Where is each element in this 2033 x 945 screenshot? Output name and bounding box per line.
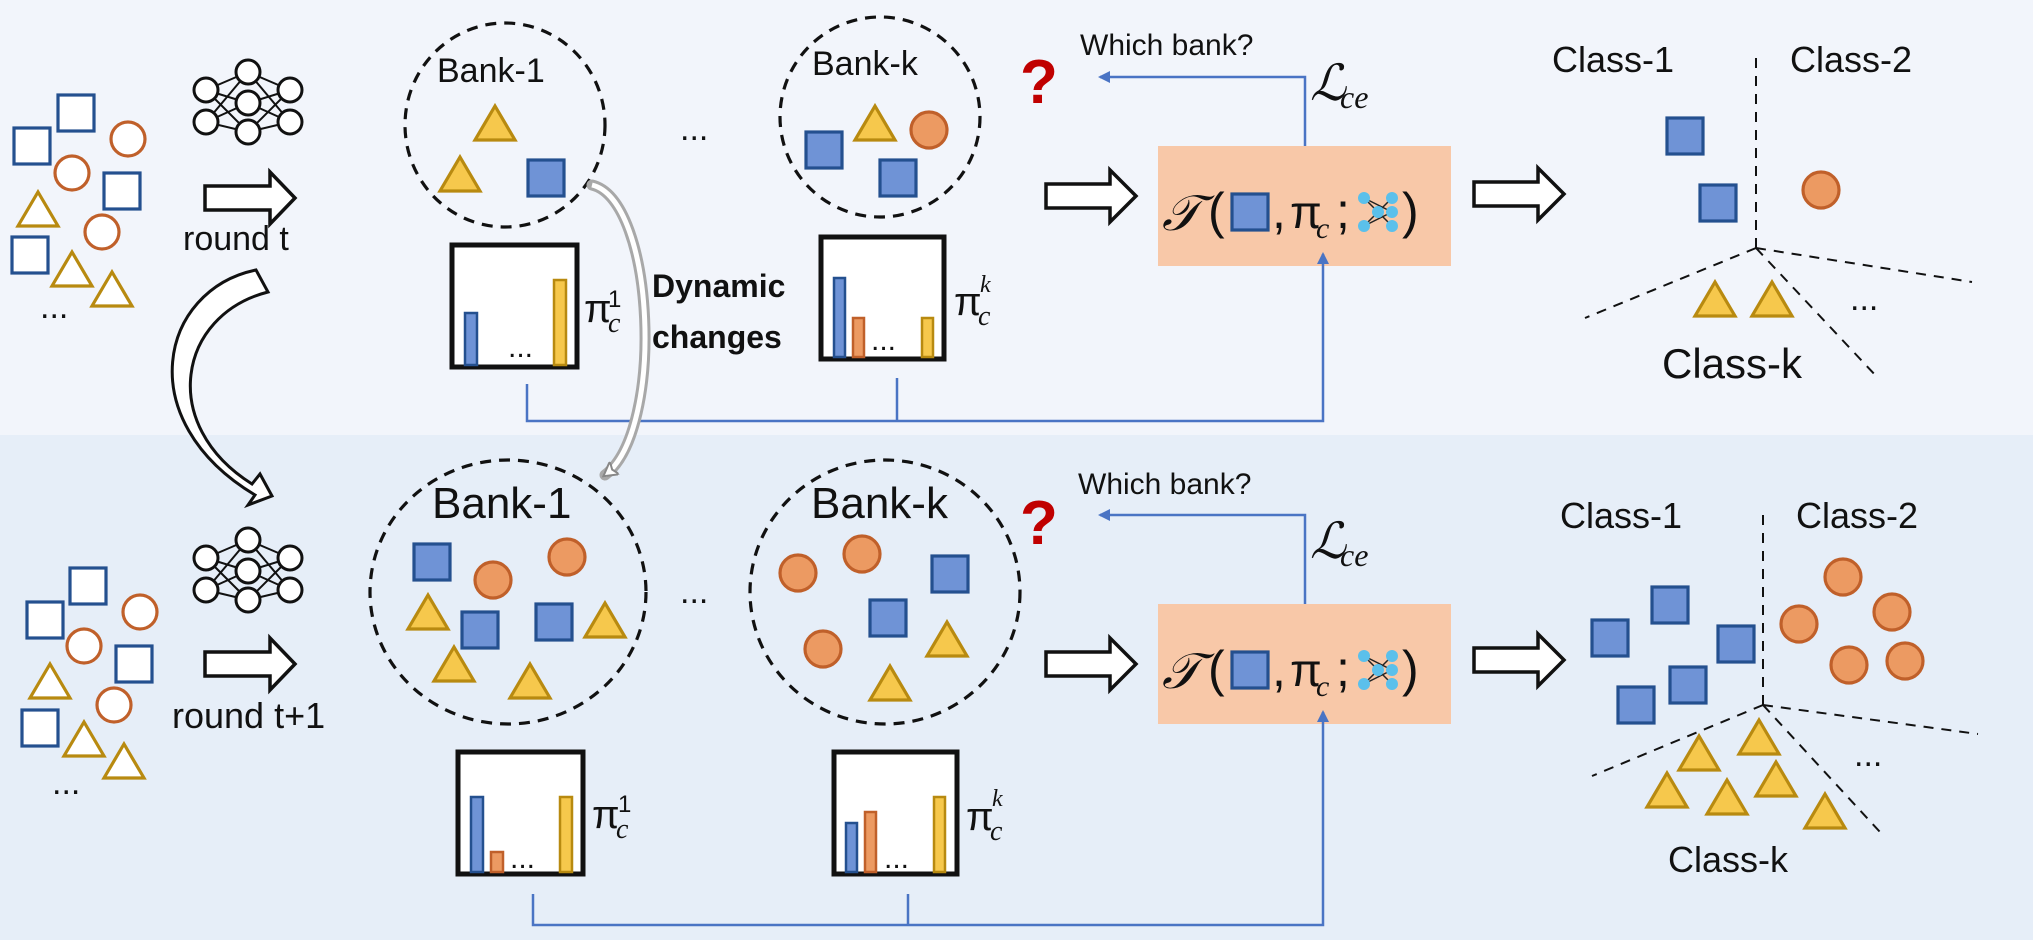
histogram-icon: ...: [455, 749, 586, 877]
question-icon: ?: [1020, 48, 1058, 117]
round-t1-row: ... round t+1 Bank-1 ...: [20, 458, 1979, 927]
which-bank-label: Which bank?: [1078, 468, 1251, 501]
svg-text:(: (: [1208, 183, 1225, 239]
class-2-label: Class-2: [1796, 495, 1918, 536]
histogram-icon: ...: [831, 749, 960, 877]
svg-text:): ): [1402, 641, 1419, 697]
bank-ellipsis: ...: [680, 573, 708, 611]
dynamic-label-line2: changes: [652, 319, 782, 355]
top-panel: [0, 0, 2033, 435]
svg-text:1: 1: [618, 791, 631, 818]
client-data-cluster: ...: [10, 93, 147, 326]
dynamic-change-arrow: [591, 182, 648, 475]
curved-arrow-icon: [170, 268, 275, 509]
bank-1-label: Bank-1: [437, 52, 545, 90]
svg-text:c: c: [616, 814, 629, 845]
feedback-line: [525, 252, 1329, 423]
svg-text:c: c: [978, 301, 991, 332]
bank-k-label: Bank-k: [812, 45, 919, 83]
svg-text:π: π: [592, 793, 620, 837]
svg-text:c: c: [1316, 670, 1329, 703]
client-data-cluster: ...: [20, 566, 159, 802]
round-label: round t: [183, 220, 289, 258]
right-arrow-icon: [1472, 629, 1567, 691]
which-bank-arrow: [1098, 509, 1307, 604]
svg-text:c: c: [608, 308, 621, 339]
feedback-line: [531, 710, 1329, 927]
hist-ellipsis: ...: [884, 842, 909, 875]
svg-text:): ): [1402, 183, 1419, 239]
class-1-label: Class-1: [1552, 39, 1674, 80]
bank-1-label: Bank-1: [432, 479, 571, 528]
svg-text:c: c: [990, 816, 1003, 847]
bank-k-label: Bank-k: [811, 479, 949, 528]
pi-c-1: π c 1: [592, 791, 631, 845]
pi-c-1: π c 1: [584, 286, 621, 339]
class-ellipsis: ...: [1850, 280, 1878, 318]
histogram-icon: ...: [818, 234, 947, 362]
which-bank-arrow: [1098, 71, 1307, 146]
right-arrow-icon: [203, 167, 298, 229]
svg-text:c: c: [1316, 212, 1329, 245]
svg-text:ce: ce: [1340, 79, 1368, 115]
svg-text:,: ,: [1272, 183, 1286, 239]
data-ellipsis: ...: [52, 764, 80, 802]
hist-ellipsis: ...: [508, 331, 533, 364]
svg-text:ℒ: ℒ: [1310, 513, 1347, 569]
svg-text:,: ,: [1272, 641, 1286, 697]
svg-text:ℒ: ℒ: [1310, 55, 1347, 111]
dynamic-label-line1: Dynamic: [652, 268, 785, 304]
bank-k: Bank-k: [778, 15, 982, 219]
svg-text:π: π: [966, 795, 994, 839]
bank-ellipsis: ...: [680, 110, 708, 148]
svg-text:1: 1: [608, 286, 621, 313]
loss-ce: ℒ ce: [1310, 513, 1368, 573]
hist-ellipsis: ...: [510, 842, 535, 875]
class-space: Class-1 Class-2 Class-k ...: [1560, 495, 1979, 880]
which-bank-label: Which bank?: [1080, 29, 1253, 62]
round-t-row: ... round t Bank-1 ... Bank-k: [10, 15, 1973, 423]
transform-box: 𝒯 ( , π c ; ): [1158, 604, 1451, 724]
hist-ellipsis: ...: [871, 324, 896, 357]
question-icon: ?: [1020, 489, 1058, 558]
class-k-label: Class-k: [1668, 839, 1789, 880]
histogram-icon: ...: [449, 242, 580, 370]
model-icon: [1358, 192, 1398, 232]
svg-text:π: π: [1290, 186, 1322, 238]
class-k-label: Class-k: [1662, 340, 1803, 387]
svg-text:ce: ce: [1340, 537, 1368, 573]
svg-text:k: k: [992, 786, 1003, 812]
model-icon: [1358, 650, 1398, 690]
right-arrow-icon: [1044, 633, 1139, 695]
pi-c-k: π c k: [966, 786, 1003, 847]
round-label: round t+1: [172, 695, 325, 736]
svg-text:k: k: [980, 272, 991, 298]
right-arrow-icon: [1472, 163, 1567, 225]
class-1-label: Class-1: [1560, 495, 1682, 536]
class-2-label: Class-2: [1790, 39, 1912, 80]
neural-network-icon: [192, 526, 304, 614]
right-arrow-icon: [1044, 165, 1139, 227]
bank-1: Bank-1: [403, 21, 607, 229]
loss-ce: ℒ ce: [1310, 55, 1368, 115]
svg-text:π: π: [584, 287, 612, 331]
pi-c-k: π c k: [954, 272, 991, 332]
svg-text:;: ;: [1336, 641, 1350, 697]
svg-text:π: π: [954, 280, 982, 324]
svg-text:(: (: [1208, 641, 1225, 697]
bank-1: Bank-1: [368, 458, 648, 726]
transform-box: 𝒯 ( , π c ; ): [1158, 146, 1451, 266]
svg-text:π: π: [1290, 644, 1322, 696]
data-ellipsis: ...: [40, 288, 68, 326]
class-ellipsis: ...: [1854, 736, 1882, 774]
neural-network-icon: [192, 58, 304, 146]
svg-text:;: ;: [1336, 183, 1350, 239]
right-arrow-icon: [203, 633, 298, 695]
bank-k: Bank-k: [748, 458, 1022, 726]
class-space: Class-1 Class-2 Class-k ...: [1552, 39, 1973, 387]
